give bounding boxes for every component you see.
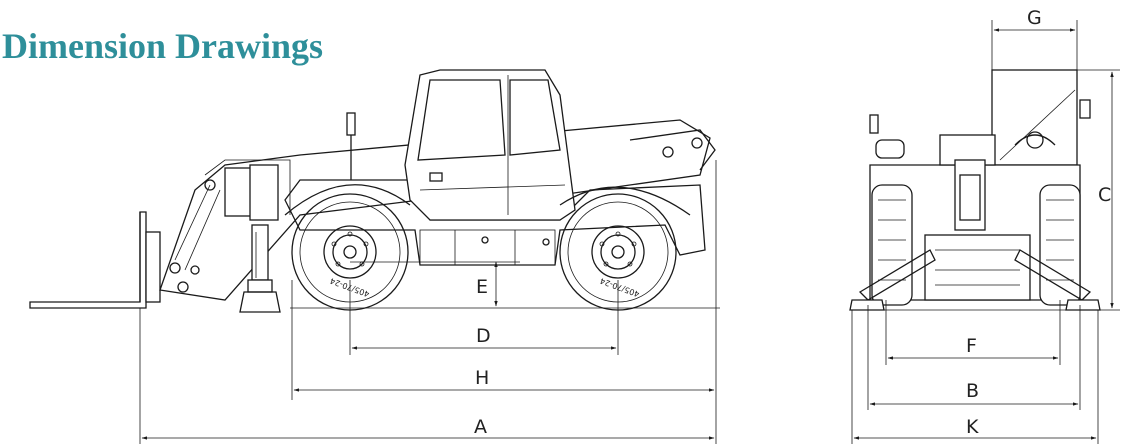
dimension-h: H bbox=[293, 367, 715, 392]
dimension-label-d: D bbox=[476, 325, 491, 347]
dimension-label-b: B bbox=[966, 380, 979, 402]
front-fender bbox=[284, 184, 411, 216]
dimension-label-h: H bbox=[475, 367, 489, 389]
front-view: G C F B K bbox=[849, 7, 1120, 444]
dimension-label-a: A bbox=[474, 416, 487, 438]
rear-tire-marking: 405/70-24 bbox=[599, 276, 641, 299]
dimension-label-k: K bbox=[966, 416, 979, 438]
dimension-e: E bbox=[476, 261, 498, 307]
front-view-left-wheel bbox=[871, 184, 913, 306]
dimension-label-c: C bbox=[1098, 184, 1111, 206]
side-view: 405/70-24 405/70-24 E bbox=[29, 69, 720, 444]
forks bbox=[29, 211, 161, 309]
dimension-f: F bbox=[887, 335, 1059, 360]
rear-fender bbox=[559, 186, 691, 216]
page-title: Dimension Drawings bbox=[2, 26, 324, 66]
dimension-label-e: E bbox=[476, 276, 488, 298]
mirror-post bbox=[346, 112, 356, 180]
front-view-right-wheel bbox=[1039, 184, 1081, 306]
operator-cab bbox=[404, 69, 576, 221]
dimension-b: B bbox=[869, 380, 1079, 406]
front-stabilizer bbox=[239, 224, 281, 313]
dimension-d: D bbox=[351, 325, 617, 350]
telescopic-boom bbox=[159, 119, 716, 301]
front-cab bbox=[991, 69, 1091, 166]
dimension-g: G bbox=[993, 7, 1076, 32]
dimension-label-f: F bbox=[966, 335, 977, 357]
front-body bbox=[869, 114, 1081, 301]
dimension-label-g: G bbox=[1027, 7, 1042, 29]
front-view-stabilizers bbox=[849, 249, 1101, 311]
dimension-a: A bbox=[141, 416, 715, 440]
dimension-c: C bbox=[1098, 71, 1114, 309]
dimension-k: K bbox=[853, 416, 1097, 440]
